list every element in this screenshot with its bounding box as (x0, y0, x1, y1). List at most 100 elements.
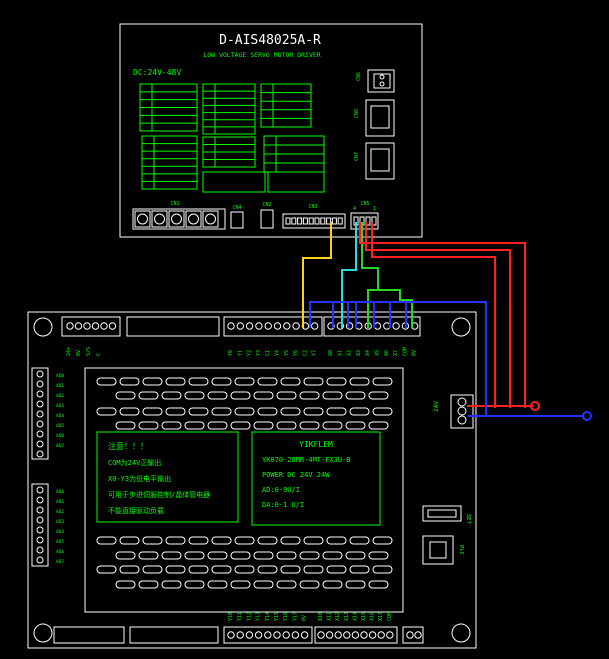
bottom-input-block (314, 626, 398, 644)
top-gap-block (126, 316, 220, 337)
terminal-label: 0V (412, 350, 418, 356)
input-terminal-block (323, 316, 421, 337)
cyan-wire (341, 222, 357, 328)
power-terminal-block (61, 316, 121, 337)
connector-label: CN5 (360, 201, 369, 207)
terminal-label: C (96, 353, 102, 356)
spec-line: YIKFLEM (299, 440, 333, 449)
bottom-output-block (223, 626, 313, 644)
terminal-label: Y16 (283, 612, 289, 621)
connector-label: CN4 (232, 205, 241, 211)
analog-label: AD2 (56, 393, 64, 399)
terminal-screw (273, 631, 281, 639)
terminal-label: X2 (347, 350, 353, 356)
red-wire-3 (371, 222, 496, 408)
terminal-screw (273, 322, 282, 330)
analog-label: AD6 (56, 549, 64, 555)
terminal-label: Y12 (246, 612, 252, 621)
plc-outline (27, 311, 477, 649)
terminal-screw (386, 631, 394, 639)
analog-label: AD3 (56, 403, 64, 409)
terminal-label: Y17 (292, 612, 298, 621)
terminal-screw (100, 322, 108, 330)
analog-label: AD7 (56, 443, 64, 449)
terminal-label: Y7 (312, 350, 318, 356)
terminal-screw (108, 322, 117, 330)
driver-outline (119, 23, 423, 238)
set-button[interactable] (422, 505, 462, 522)
cn7-ethernet-port (365, 142, 395, 180)
terminal-label: X16 (370, 612, 376, 621)
analog-label: AD1 (56, 499, 64, 505)
yellow-wire (302, 222, 332, 328)
terminal-screw (83, 322, 91, 330)
terminal-label: X1 (337, 350, 343, 356)
analog-label: AD3 (56, 519, 64, 525)
mount-hole (451, 317, 471, 337)
notice-panel (96, 431, 239, 523)
terminal-label: C2 (302, 350, 308, 356)
port-label: CN6 (356, 72, 362, 81)
driver-title: D-AIS48025A-R (219, 33, 321, 48)
terminal-screw (282, 631, 290, 639)
terminal-label: COM (387, 612, 393, 621)
terminal-screw (406, 631, 414, 639)
cn1-pin (137, 213, 148, 225)
terminal-screw (255, 322, 263, 330)
spec-line: POWER DC 24V 24W (262, 471, 330, 479)
port-label: CN8 (354, 109, 360, 118)
terminal-label: 24+ (66, 347, 72, 356)
terminal-label: X5 (375, 350, 381, 356)
terminal-screw (264, 322, 272, 330)
cn1-pin (171, 213, 182, 225)
cn5-pin1-label: 1 (373, 206, 376, 212)
terminal-label: S/S (86, 347, 92, 356)
wires (302, 222, 592, 421)
terminal-label: Y5 (284, 350, 290, 356)
terminal-label: X15 (361, 612, 367, 621)
cn9-port (367, 69, 395, 93)
terminal-screw (245, 631, 254, 639)
terminal-label: X7 (393, 350, 399, 356)
driver-pin-tables (139, 83, 325, 193)
cn1-pin (188, 213, 199, 225)
green-wire-1 (361, 222, 379, 328)
spec-line: YK070-28MR-4MT-FX3U-B (262, 456, 351, 464)
terminal-label: Y14 (265, 612, 271, 621)
terminal-label: X12 (335, 612, 341, 621)
terminal-label: X6 (384, 350, 390, 356)
terminal-label: X4 (365, 350, 371, 356)
analog-block-1 (31, 367, 49, 460)
red-wire-1 (359, 222, 526, 408)
terminal-label: Y13 (256, 612, 262, 621)
spec-line: AD:0-9U/I (262, 486, 300, 494)
terminal-screw (414, 631, 422, 639)
green-wire-2 (378, 289, 413, 328)
terminal-label: X11 (327, 612, 333, 621)
terminal-screw (245, 322, 254, 330)
terminal-screw (373, 322, 382, 330)
terminal-screw (368, 631, 377, 639)
usb-port[interactable] (422, 535, 454, 565)
terminal-screw (392, 322, 400, 330)
terminal-screw (345, 322, 354, 330)
servo-driver: D-AIS48025A-R LOW VOLTAGE SERVO MOTOR DR… (119, 23, 423, 238)
positive-terminal (530, 401, 540, 411)
cn1-pin (154, 213, 165, 225)
terminal-label: Y10 (228, 612, 234, 621)
terminal-screw (236, 322, 245, 330)
negative-terminal (582, 411, 592, 421)
set-label: SET (465, 514, 471, 525)
terminal-screw (74, 322, 83, 330)
blue-common-wire (309, 301, 487, 416)
terminal-screw (336, 322, 344, 330)
mount-hole (33, 317, 53, 337)
terminal-screw (343, 631, 351, 639)
power-input-terminal (450, 394, 474, 429)
analog-label: AD5 (56, 423, 64, 429)
terminal-screw (351, 631, 360, 639)
cn4-connector (230, 211, 244, 229)
terminal-screw (227, 631, 235, 639)
